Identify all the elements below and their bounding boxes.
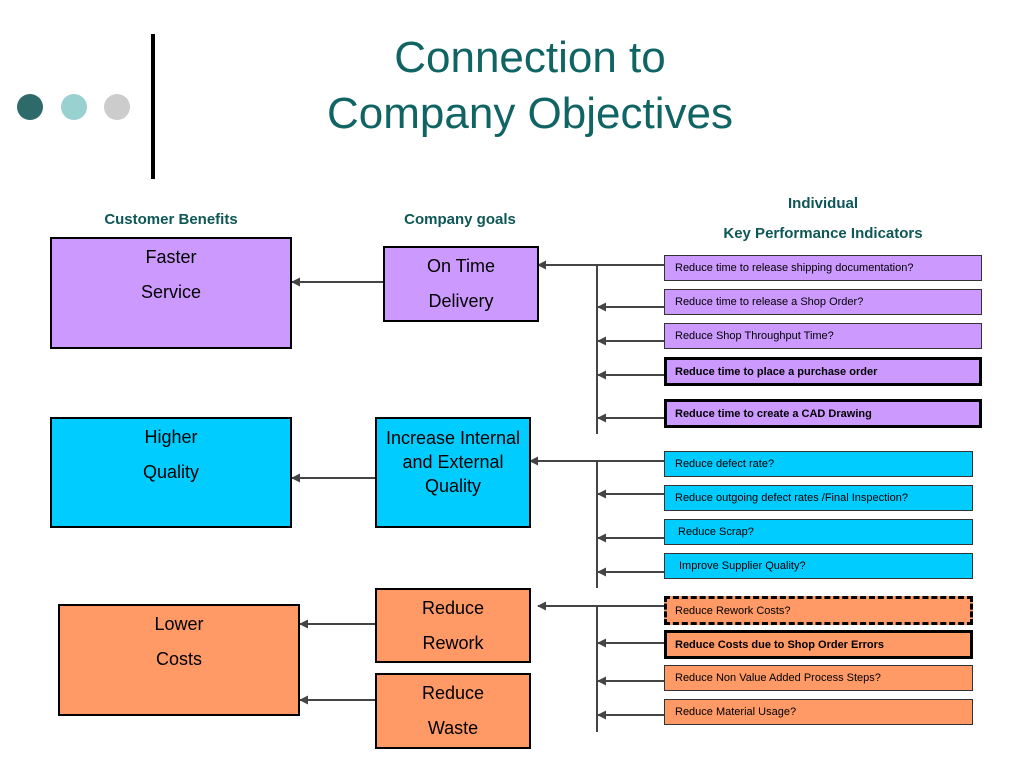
kpi-item: Reduce time to create a CAD Drawing — [664, 399, 982, 428]
kpi-item: Reduce time to release a Shop Order? — [664, 289, 982, 315]
benefit-line2: Costs — [155, 649, 202, 669]
goal-increase-quality: Increase Internal and External Quality — [375, 417, 531, 528]
title-line-2: Company Objectives — [327, 89, 733, 138]
kpi-item: Improve Supplier Quality? — [664, 553, 973, 579]
goal-line2: Rework — [422, 633, 484, 653]
kpi-item: Reduce Non Value Added Process Steps? — [664, 665, 973, 691]
header-company-goals: Company goals — [404, 211, 516, 228]
decor-dot-light — [104, 94, 130, 120]
kpi-item: Reduce outgoing defect rates /Final Insp… — [664, 485, 973, 511]
goal-reduce-waste: Reduce Waste — [375, 673, 531, 749]
header-customer-benefits: Customer Benefits — [104, 211, 238, 228]
goal-line2: Delivery — [428, 291, 494, 311]
title-line-1: Connection to — [394, 33, 666, 82]
slide-title: Connection to Company Objectives — [170, 30, 890, 142]
goal-line2: Waste — [427, 718, 479, 738]
kpi-item: Reduce time to release shipping document… — [664, 255, 982, 281]
kpi-item: Reduce time to place a purchase order — [664, 357, 982, 386]
benefit-lower-costs: Lower Costs — [58, 604, 300, 716]
benefit-line1: Higher — [144, 427, 198, 447]
kpi-item: Reduce Scrap? — [664, 519, 973, 545]
decor-vertical-bar — [151, 34, 155, 179]
goal-line1: Reduce — [421, 683, 485, 703]
decor-dot-dark — [17, 94, 43, 120]
header-kpi-line2: Key Performance Indicators — [723, 225, 923, 242]
kpi-item: Reduce Shop Throughput Time? — [664, 323, 982, 349]
goal-line1: Reduce — [421, 598, 485, 618]
kpi-item: Reduce Material Usage? — [664, 699, 973, 725]
benefit-line1: Lower — [154, 614, 204, 634]
goal-reduce-rework: Reduce Rework — [375, 588, 531, 663]
benefit-higher-quality: Higher Quality — [50, 417, 292, 528]
kpi-item: Reduce Costs due to Shop Order Errors — [664, 630, 973, 659]
decor-dot-mid — [61, 94, 87, 120]
kpi-item: Reduce defect rate? — [664, 451, 973, 477]
kpi-item: Reduce Rework Costs? — [664, 596, 973, 625]
goal-line1: On Time — [426, 256, 496, 276]
benefit-line2: Quality — [142, 462, 200, 482]
goal-line1: Increase Internal and External Quality — [385, 428, 521, 496]
benefit-line1: Faster — [145, 247, 197, 267]
header-kpi-line1: Individual — [787, 195, 858, 212]
benefit-faster-service: Faster Service — [50, 237, 292, 349]
goal-on-time-delivery: On Time Delivery — [383, 246, 539, 322]
benefit-line2: Service — [140, 282, 202, 302]
